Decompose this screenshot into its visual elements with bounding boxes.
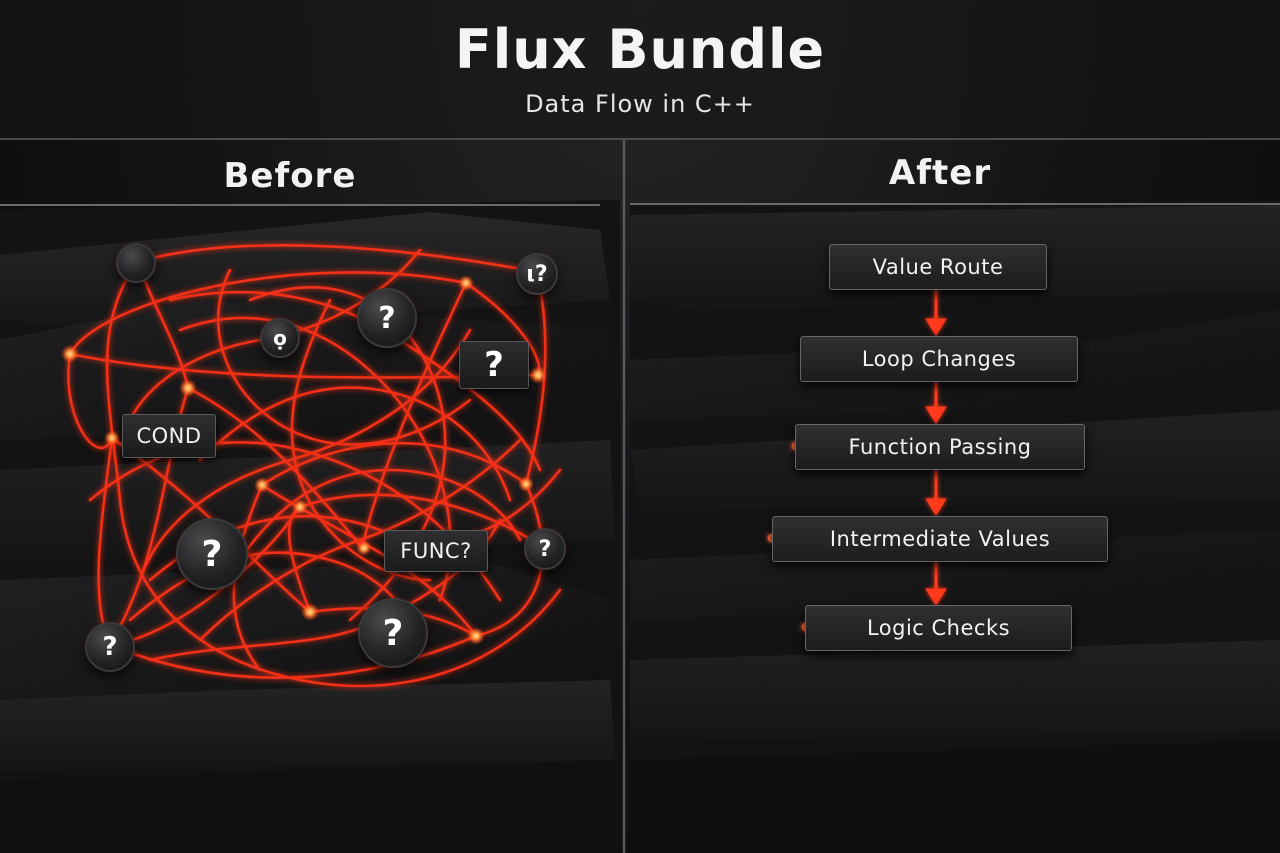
flow-step-function-passing: Function Passing — [795, 424, 1085, 470]
question-badge-bottom: ? — [358, 598, 428, 668]
question-badge-top: ? — [357, 288, 417, 348]
cond-label: COND — [122, 414, 216, 458]
flow-step-loop-changes: Loop Changes — [800, 336, 1078, 382]
flow-step-value-route: Value Route — [829, 244, 1047, 290]
question-box: ? — [459, 341, 529, 389]
question-badge-tiny: ọ — [260, 318, 300, 358]
func-label: FUNC? — [384, 530, 488, 572]
question-badge-large: ? — [176, 518, 248, 590]
question-badge-bottom-left: ? — [85, 622, 135, 672]
question-badge-right: ? — [524, 528, 566, 570]
flow-arrows — [925, 288, 947, 606]
question-badge-small — [116, 243, 156, 283]
flow-step-intermediate-values: Intermediate Values — [772, 516, 1108, 562]
tangle-nodes — [61, 253, 547, 645]
question-badge-top-right: ι? — [516, 253, 558, 295]
flow-step-logic-checks: Logic Checks — [805, 605, 1072, 651]
after-panel-title: After — [888, 153, 992, 193]
before-panel-title: Before — [223, 156, 357, 196]
page-title: Flux Bundle — [454, 18, 826, 81]
page-subtitle: Data Flow in C++ — [525, 90, 755, 118]
